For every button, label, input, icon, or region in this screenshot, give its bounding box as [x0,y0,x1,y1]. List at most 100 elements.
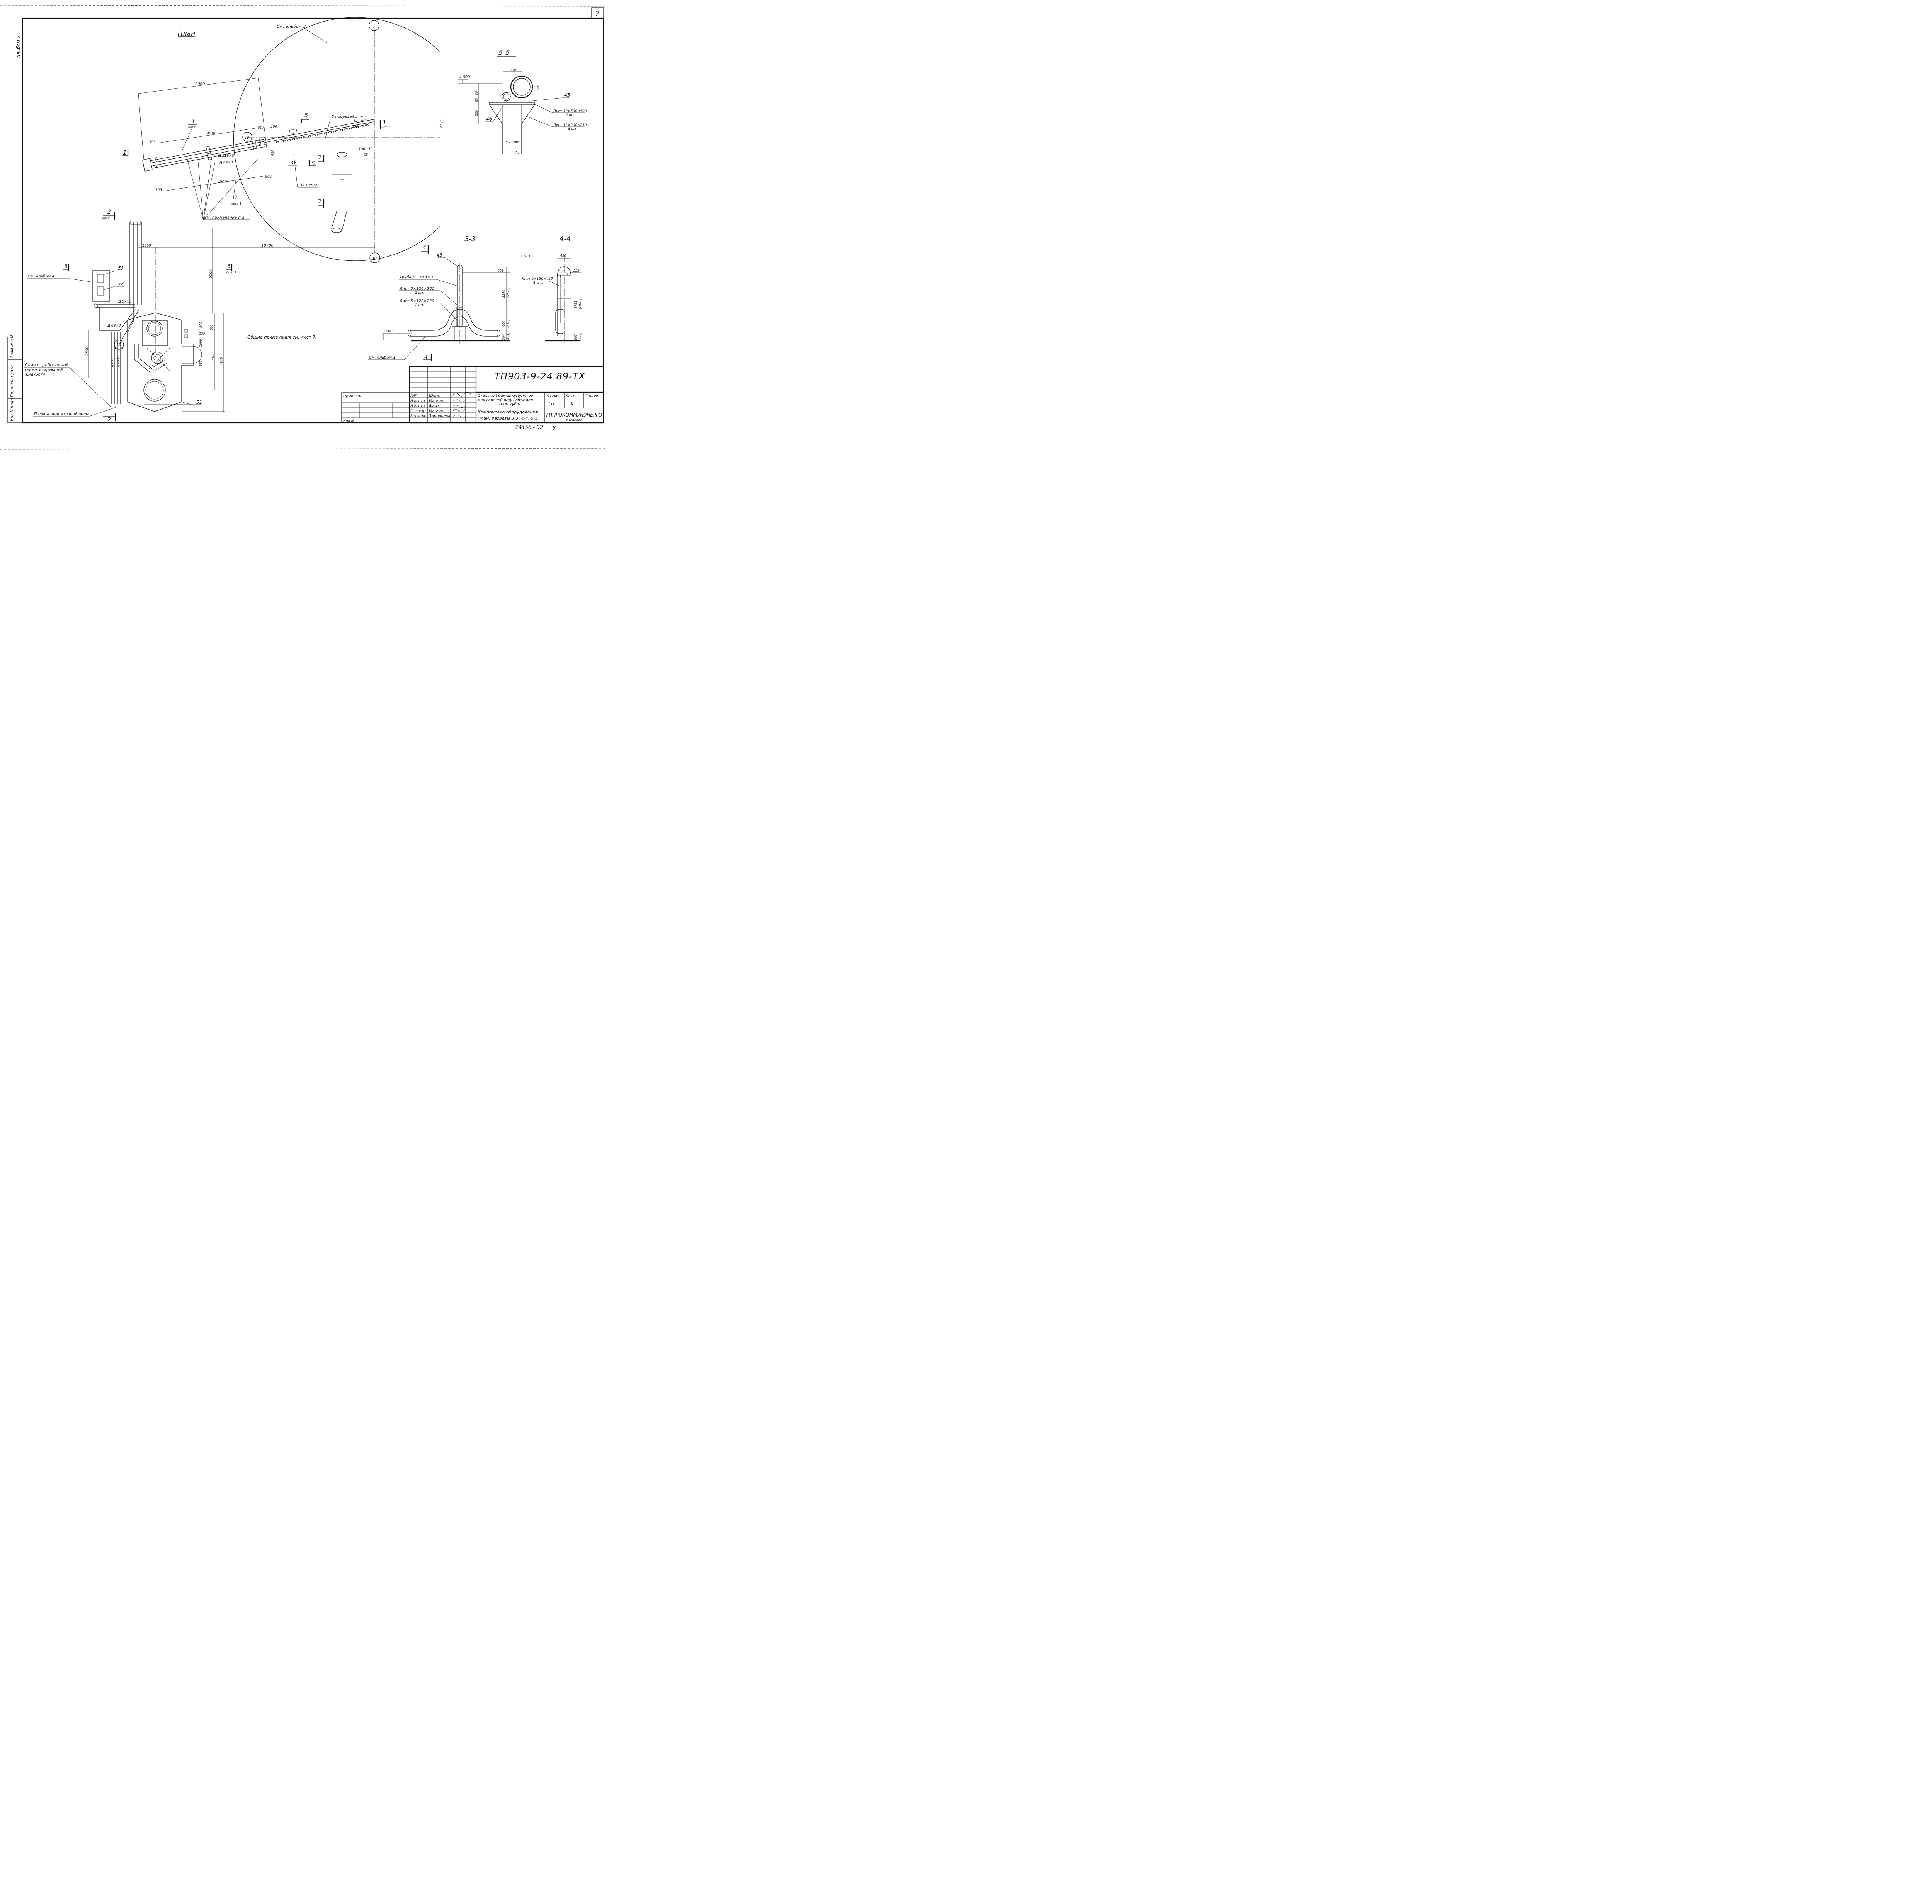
svg-text:Привязан: Привязан [343,394,363,398]
svg-text:Манчар: Манчар [429,399,444,403]
svg-text:РП: РП [549,401,554,406]
svg-text:Лист 12×500×500: Лист 12×500×500 [553,109,587,113]
svg-text:600: 600 [502,321,505,327]
dim-4900-top: 4900 [207,131,216,136]
svg-text:(2841): (2841) [578,299,582,309]
axis-label-III: III [373,256,377,261]
dim-505: 505 [265,175,272,179]
svg-text:Д 57×3: Д 57×3 [118,300,132,304]
svg-text:603: 603 [574,334,577,340]
svg-text:4: 4 [423,245,426,251]
svg-text:1: 1 [192,118,195,124]
equipment-plan: 2 лист 5 1050 10700 5000 53 52 См. альбо… [24,209,375,423]
svg-text:504: 504 [502,334,505,340]
svg-text:60: 60 [498,94,502,97]
svg-text:Лист 12×200×230: Лист 12×200×230 [553,123,587,127]
margin-stamp: Инв.N подл. Подпись и дата Взам.инв.N [7,335,23,423]
section-3-3: 3-3 4 4 43 Труба Д 159×4.5 Лист 5×120×36… [368,235,510,361]
svg-text:4840: 4840 [220,357,223,365]
svg-text:6: 6 [571,401,574,406]
dim-595: 595 [155,188,162,192]
svg-text:6: 6 [64,264,68,270]
svg-text:(553): (553) [578,332,582,341]
svg-text:2791: 2791 [574,301,577,308]
section-4-4-title: 4-4 [560,235,571,243]
svg-text:4.000: 4.000 [459,75,470,79]
svg-text:100: 100 [537,85,540,91]
axis-marker-IV [242,132,252,142]
album-side-label: Альбом 2 [16,36,21,58]
svg-text:200: 200 [475,110,478,116]
svg-text:План, разрезы 3-3; 4-4; 5-5: План, разрезы 3-3; 4-4; 5-5 [478,416,538,421]
svg-text:3: 3 [318,199,321,205]
svg-text:1000: 1000 [199,339,202,347]
dim-100: 100 [359,147,365,151]
signatures [452,392,472,417]
dim-450: 450 [271,150,274,156]
expansion-tank [127,305,202,412]
svg-text:2: 2 [234,195,238,201]
svg-text:Лист: Лист [565,394,575,398]
svg-text:Вед.инж.: Вед.инж. [410,414,427,418]
dim-6000: 6000 [195,82,205,86]
svg-text:8: 8 [553,425,556,431]
svg-text:Зиновьева: Зиновьева [429,414,451,418]
dim-50: 50 [365,123,370,127]
general-note: Общие примечания см. лист 7. [247,335,316,340]
axis-label-I: I [373,23,375,29]
sheet-frame: 7 Альбом 2 [0,5,606,450]
plan-title: План [178,30,195,37]
svg-text:3.613: 3.613 [520,255,530,259]
drawing-sheet: 7 Альбом 2 Инв.N подл. Подпись и дата Вз… [0,5,606,450]
svg-text:Лист 5×150×450: Лист 5×150×450 [521,277,553,281]
svg-text:Манчар: Манчар [429,409,444,413]
note-ref-label: См. примечание п.2 [204,216,244,220]
svg-text:Труба Д 159×4.5: Труба Д 159×4.5 [400,275,434,279]
plan-pipe-219: Д 219×6 [218,154,234,158]
svg-text:Шеин: Шеин [429,394,440,398]
svg-text:6: 6 [227,264,231,270]
svg-text:53: 53 [118,265,124,271]
svg-text:3: 3 [318,155,321,161]
tank-outline [233,17,441,261]
svg-text:г.Москва: г.Москва [566,419,582,422]
svg-text:225: 225 [573,269,579,272]
axis-marker-III [369,252,380,263]
svg-text:4 шт.: 4 шт. [533,281,543,285]
svg-text:лист 5: лист 5 [102,216,112,220]
svg-text:2 шт.: 2 шт. [566,113,575,117]
svg-text:130: 130 [510,68,516,72]
svg-text:См. альбом 1: См. альбом 1 [369,355,396,360]
svg-text:65: 65 [475,98,478,102]
slits-label: 34 щели [300,183,317,187]
title-block: Привязан Инв.N ГИП Н.контр. Нач.отд. Гл.… [341,366,604,431]
plan-view: План I III IV См. альбом 3 [122,17,443,263]
plan-section-markers: 1 1 лист 3 1 лист 1 2 лист 1 5 5 3 3 [122,112,390,208]
tank-riser [331,152,352,233]
svg-text:46: 46 [486,116,492,122]
svg-text:Инв.N: Инв.N [343,419,354,423]
svg-text:Фаит: Фаит [429,404,440,408]
svg-text:Н.контр.: Н.контр. [410,399,426,403]
slots-label: 5 прорезей [332,115,355,119]
svg-text:1: 1 [383,119,386,126]
svg-text:2870: 2870 [211,354,215,361]
svg-text:лист 1: лист 1 [187,126,198,129]
svg-text:Нач.отд.: Нач.отд. [410,404,426,408]
svg-text:4: 4 [424,354,428,360]
svg-text:10700: 10700 [261,243,274,248]
svg-text:Слив отработанной: Слив отработанной [25,362,69,368]
plan-pipe-89: Д 89×3 [219,161,233,165]
svg-text:ГИП: ГИП [410,394,418,398]
svg-text:2: 2 [107,209,111,215]
dim-800: 800 [352,125,358,129]
margin-sign-date: Подпись и дата [10,365,14,397]
svg-text:лист 1: лист 1 [231,202,242,206]
see-album3-label: См. альбом 3 [277,24,306,29]
section-5-5-title: 5-5 [498,49,510,57]
svg-text:Компоновка оборудования.: Компоновка оборудования. [478,410,539,415]
svg-text:80: 80 [475,91,478,95]
axis-marker-I [369,20,379,31]
svg-text:0.000: 0.000 [383,330,393,333]
svg-text:1050: 1050 [142,244,151,248]
